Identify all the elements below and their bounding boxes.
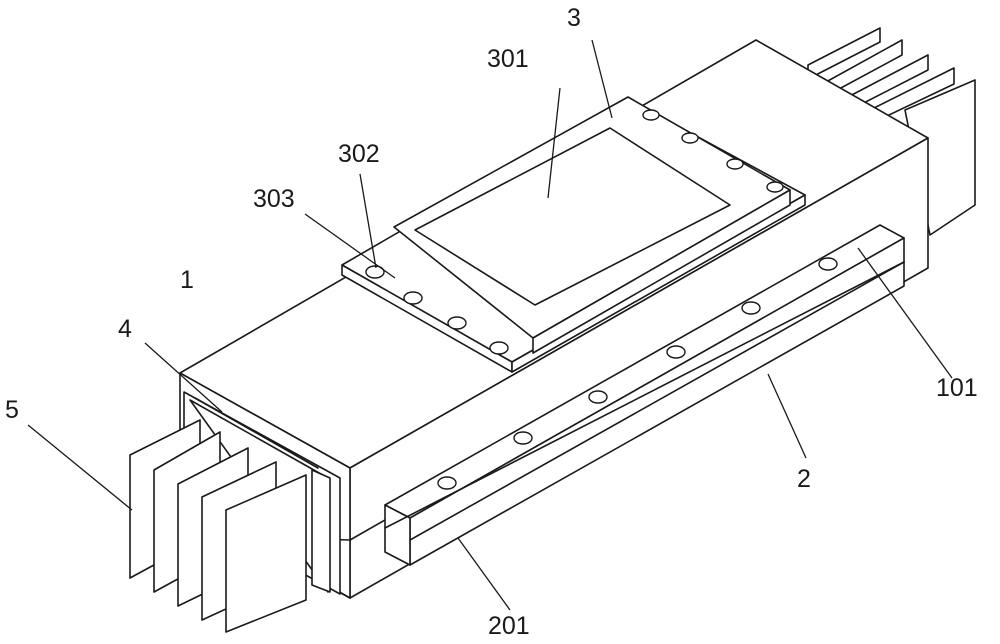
label-301: 301 (487, 45, 529, 73)
label-201: 201 (488, 612, 530, 640)
label-1: 1 (180, 266, 194, 294)
label-101: 101 (936, 374, 978, 402)
label-2: 2 (797, 465, 811, 493)
label-302: 302 (338, 140, 380, 168)
label-303: 303 (253, 185, 295, 213)
label-4: 4 (118, 315, 132, 343)
label-3: 3 (567, 4, 581, 32)
label-5: 5 (5, 396, 19, 424)
